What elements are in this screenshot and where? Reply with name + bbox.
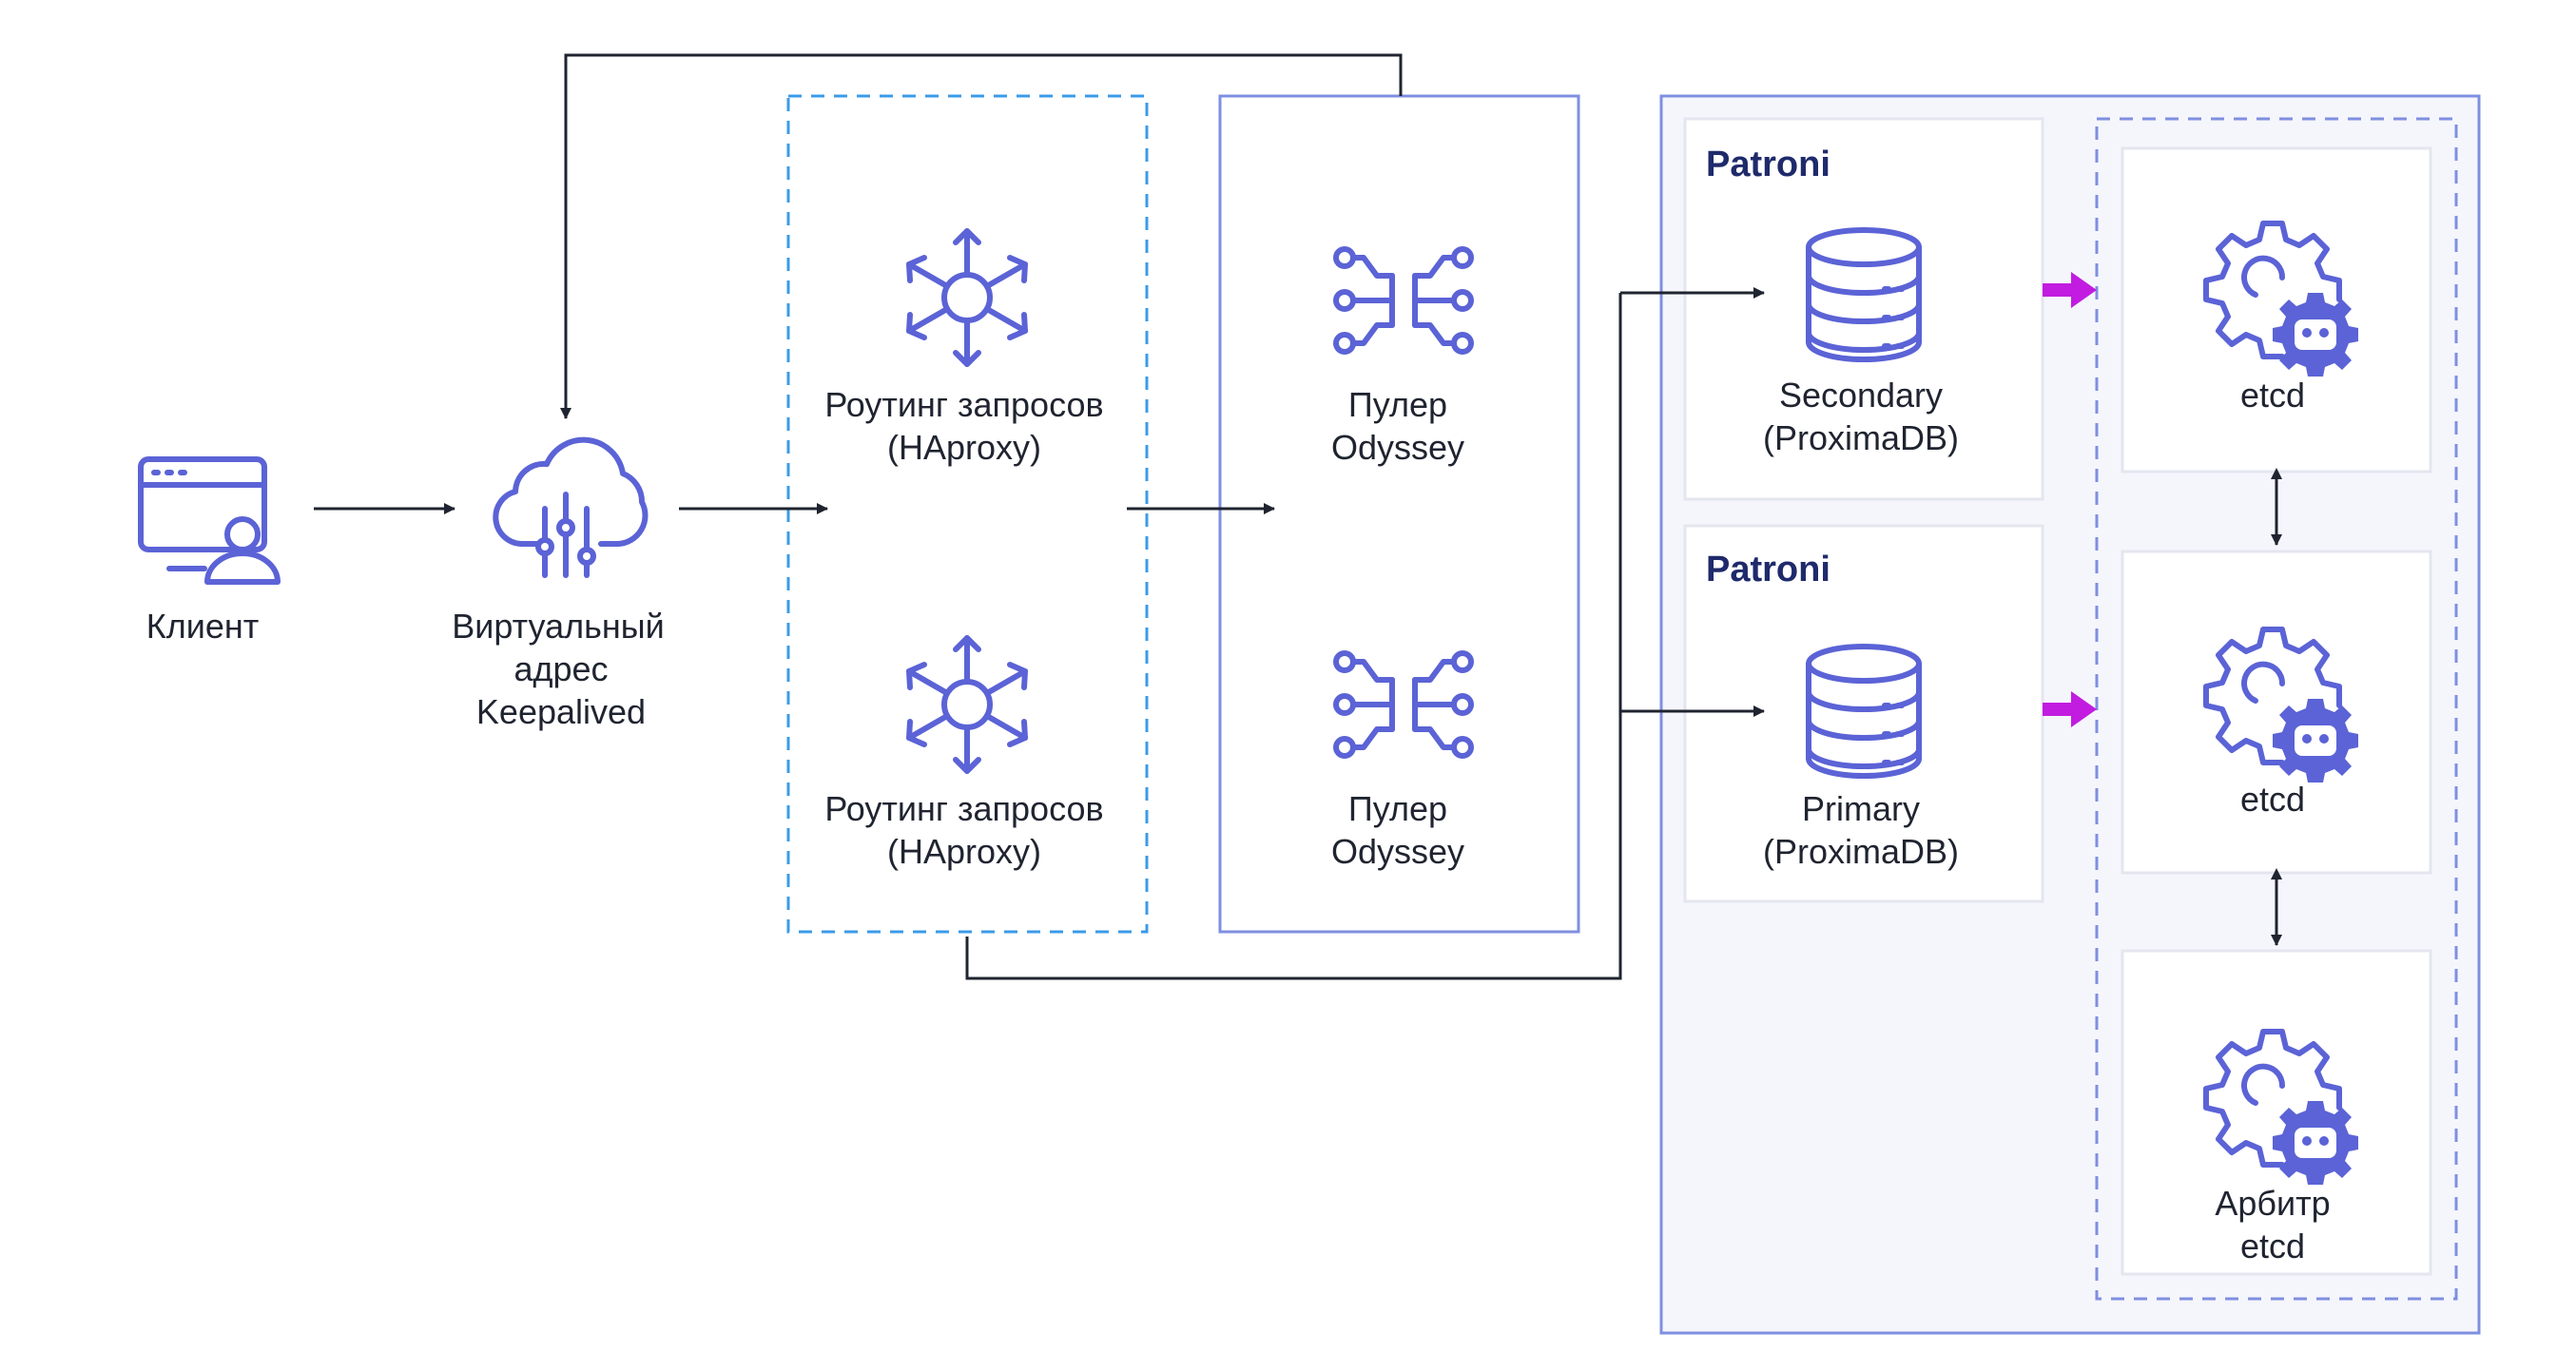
haproxy-2-label-2: (HAproxy) (887, 832, 1041, 871)
hub-network-icon (909, 231, 1025, 364)
accent-arrow-secondary-etcd (2043, 272, 2097, 308)
odyssey-1-label-1: Пулер (1348, 385, 1447, 424)
virtual-ip-label-3: Keepalived (476, 692, 646, 731)
primary-label-2: (ProximaDB) (1763, 832, 1959, 871)
circuit-icon (1336, 653, 1471, 756)
monitor-user-icon (138, 456, 281, 585)
etcd-2-label: etcd (2240, 780, 2305, 819)
line-haproxy-to-db (965, 293, 1622, 980)
etcd-2-box (2121, 550, 2432, 875)
hub-network-icon (909, 638, 1025, 771)
circuit-icon (1336, 249, 1471, 352)
etcd-1-label: etcd (2240, 376, 2305, 415)
patroni-primary-title: Patroni (1706, 550, 1830, 589)
accent-arrow-primary-etcd (2043, 691, 2097, 727)
haproxy-2-label-1: Роутинг запросов (824, 789, 1103, 828)
etcd-arbiter-label-1: Арбитр (2215, 1184, 2330, 1223)
primary-label-1: Primary (1802, 789, 1920, 828)
secondary-label-1: Secondary (1779, 376, 1943, 415)
virtual-ip-label-2: адрес (513, 649, 608, 688)
client-label: Клиент (146, 607, 259, 646)
patroni-secondary-title: Patroni (1706, 145, 1830, 184)
virtual-ip-label-1: Виртуальный (452, 607, 665, 646)
haproxy-group-box (786, 94, 1149, 934)
odyssey-2-label-1: Пулер (1348, 789, 1447, 828)
arrow-odyssey-loop-to-vip (560, 53, 1403, 419)
etcd-1-box (2121, 146, 2432, 473)
haproxy-1-label-1: Роутинг запросов (824, 385, 1103, 424)
haproxy-1-label-2: (HAproxy) (887, 428, 1041, 467)
etcd-arbiter-box (2121, 949, 2432, 1276)
patroni-primary-box (1683, 524, 2044, 903)
secondary-label-2: (ProximaDB) (1763, 418, 1959, 457)
odyssey-2-label-2: Odyssey (1331, 832, 1464, 871)
odyssey-1-label-2: Odyssey (1331, 428, 1464, 467)
patroni-secondary-box (1683, 117, 2044, 501)
etcd-arbiter-label-2: etcd (2240, 1227, 2305, 1266)
etcd-group-box (2095, 117, 2458, 1301)
cloud-sliders-icon (493, 436, 649, 578)
